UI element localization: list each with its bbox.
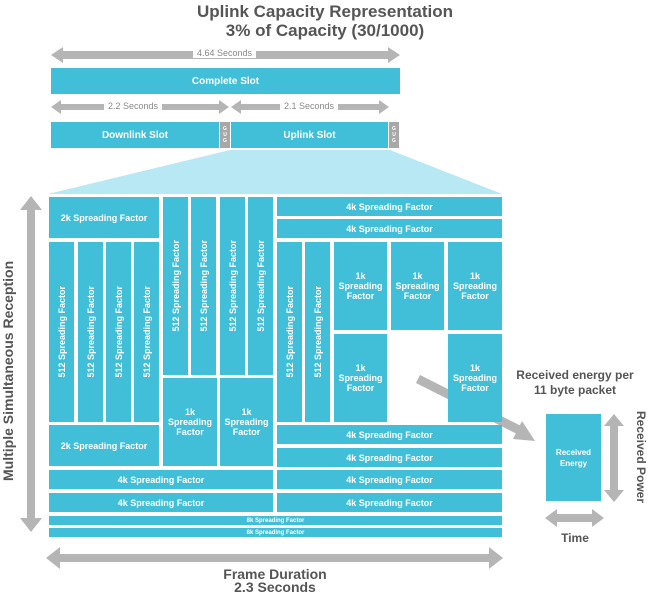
- block-1k: 1k Spreading Factor: [220, 378, 273, 466]
- block-label: Factor: [346, 383, 375, 393]
- block-label: 512 Spreading Factor: [255, 240, 266, 332]
- block-4k: 4k Spreading Factor: [49, 470, 273, 489]
- block-label: 512 Spreading Factor: [198, 240, 209, 332]
- block-label: Factor: [461, 291, 489, 301]
- block-label: 512 Spreading Factor: [56, 286, 67, 378]
- downlink-duration-label: 2.2 Seconds: [104, 101, 163, 111]
- block-label: 512 Spreading Factor: [284, 286, 295, 378]
- received-power-arrow: [604, 414, 624, 502]
- block-label: 1k: [469, 271, 480, 281]
- guard-letter: U: [223, 132, 227, 138]
- y-axis-label: Multiple Simultaneous Reception: [0, 260, 16, 481]
- block-512: 512 Spreading Factor: [106, 242, 131, 422]
- block-label: 512 Spreading Factor: [113, 286, 124, 378]
- guard-letter: G: [223, 138, 227, 144]
- block-label: Spreading: [452, 373, 497, 383]
- block-label: 512 Spreading Factor: [85, 286, 96, 378]
- block-label: Factor: [346, 291, 375, 301]
- block-4k: 4k Spreading Factor: [277, 219, 502, 238]
- horizontal-axis-arrow: [46, 547, 503, 569]
- x-axis-label-line-1: Frame Duration: [223, 566, 327, 582]
- complete-slot-bar: Complete Slot: [51, 68, 400, 94]
- vertical-axis-arrow: [20, 196, 42, 532]
- block-label: 1k: [355, 363, 366, 373]
- x-axis-label-line-2: 2.3 Seconds: [234, 579, 316, 595]
- block-512: 512 Spreading Factor: [49, 242, 74, 422]
- block-label: Factor: [232, 427, 261, 437]
- block-label: 512 Spreading Factor: [227, 240, 238, 332]
- block-1k: 1k Spreading Factor: [163, 378, 217, 466]
- block-512: 512 Spreading Factor: [163, 197, 188, 375]
- downlink-slot-bar: Downlink Slot: [51, 122, 219, 148]
- total-duration-label: 4.64 Seconds: [193, 48, 257, 58]
- block-2k-bottom: 2k Spreading Factor: [49, 425, 159, 466]
- received-energy-line-2: Energy: [559, 458, 588, 468]
- block-512: 512 Spreading Factor: [220, 197, 245, 375]
- block-512: 512 Spreading Factor: [78, 242, 103, 422]
- block-512: 512 Spreading Factor: [277, 242, 302, 422]
- block-1k: 1k Spreading Factor: [448, 334, 502, 422]
- title-line-2: 3% of Capacity (30/1000): [225, 21, 425, 40]
- block-512: 512 Spreading Factor: [134, 242, 159, 422]
- uplink-duration-label: 2.1 Seconds: [280, 101, 339, 111]
- block-4k: 4k Spreading Factor: [277, 470, 502, 489]
- block-1k: 1k Spreading Factor: [391, 242, 444, 330]
- block-4k: 4k Spreading Factor: [277, 197, 502, 216]
- block-4k: 4k Spreading Factor: [277, 493, 502, 512]
- block-label: 1k: [412, 271, 423, 281]
- received-energy-line-1: Received: [555, 447, 592, 457]
- block-8k: 8k Spreading Factor: [49, 516, 502, 525]
- guard-letter: U: [392, 132, 396, 138]
- guard-period-2: G U G: [389, 122, 399, 148]
- block-2k-top: 2k Spreading Factor: [49, 197, 159, 238]
- received-energy-box: Received Energy: [546, 414, 601, 501]
- block-label: Factor: [403, 291, 432, 301]
- block-label: Factor: [461, 383, 489, 393]
- block-label: 512 Spreading Factor: [312, 286, 323, 378]
- title-line-1: Uplink Capacity Representation: [196, 2, 453, 21]
- energy-caption-line-1: Received energy per: [516, 368, 634, 382]
- time-arrow: [545, 509, 604, 527]
- block-label: Spreading: [338, 373, 383, 383]
- block-8k: 8k Spreading Factor: [49, 528, 502, 537]
- block-4k: 4k Spreading Factor: [277, 448, 502, 467]
- block-512: 512 Spreading Factor: [248, 197, 273, 375]
- energy-caption: Received energy per 11 byte packet: [505, 368, 645, 398]
- block-label: 1k: [184, 407, 195, 417]
- block-4k: 4k Spreading Factor: [277, 425, 502, 444]
- block-label: Spreading: [338, 281, 383, 291]
- block-label: Spreading: [167, 417, 212, 427]
- block-label: Factor: [176, 427, 204, 437]
- block-4k: 4k Spreading Factor: [49, 493, 273, 512]
- guard-letter: G: [392, 126, 396, 132]
- uplink-slot-bar: Uplink Slot: [231, 122, 388, 148]
- block-label: Spreading: [224, 417, 269, 427]
- block-label: 1k: [241, 407, 252, 417]
- block-1k: 1k Spreading Factor: [448, 242, 502, 330]
- time-label: Time: [561, 531, 589, 545]
- block-label: 1k: [469, 363, 480, 373]
- zoom-trapezoid: [48, 150, 502, 194]
- block-label: 1k: [355, 271, 366, 281]
- energy-caption-line-2: 11 byte packet: [533, 383, 617, 397]
- guard-letter: G: [223, 126, 227, 132]
- guard-period-1: G U G: [220, 122, 230, 148]
- block-label: Spreading: [452, 281, 497, 291]
- guard-letter: G: [392, 138, 396, 144]
- block-label: 512 Spreading Factor: [141, 286, 152, 378]
- block-label: Spreading: [395, 281, 440, 291]
- block-label: 512 Spreading Factor: [170, 240, 181, 332]
- block-512: 512 Spreading Factor: [191, 197, 216, 375]
- received-power-label: Received Power: [634, 410, 648, 504]
- block-1k: 1k Spreading Factor: [334, 242, 387, 330]
- block-1k: 1k Spreading Factor: [334, 334, 387, 422]
- block-512: 512 Spreading Factor: [305, 242, 330, 422]
